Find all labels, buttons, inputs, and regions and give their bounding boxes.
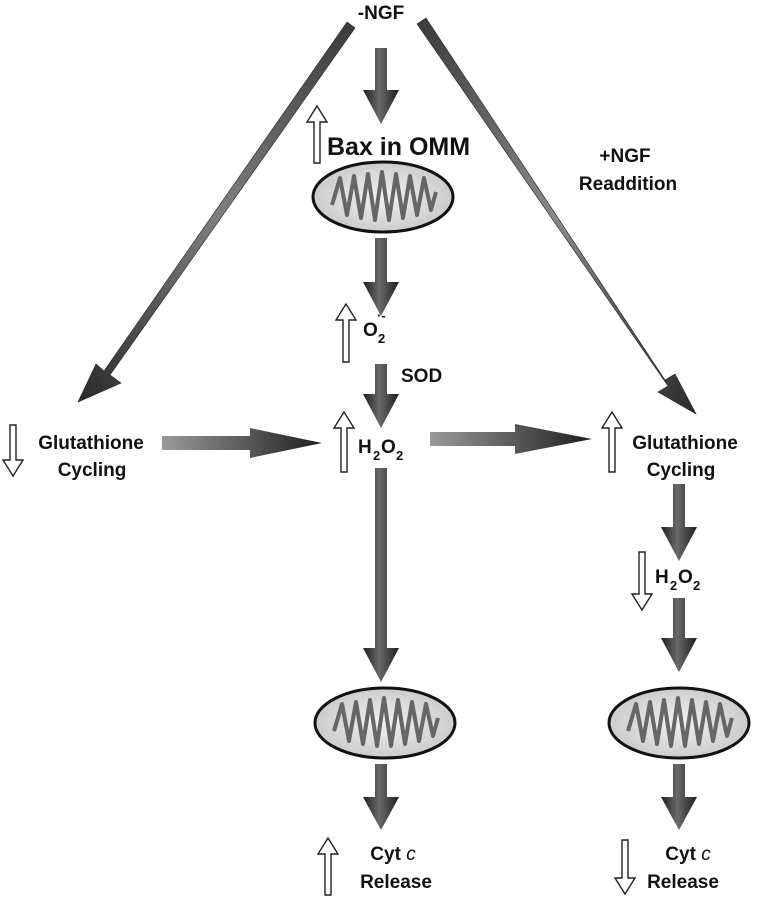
down-arrow-icon-h2o2-right — [630, 551, 654, 612]
label-cyt-c-left-line1: Cyt c — [370, 844, 416, 865]
arrow-o2-to-h2o2 — [363, 364, 399, 428]
mitochondrion-top — [311, 160, 455, 234]
mitochondrion-right-bottom — [607, 686, 751, 760]
label-glutathione-right-line1: Glutathione — [632, 433, 738, 454]
label-bax-in-omm: Bax in OMM — [327, 133, 470, 161]
svg-text:2: 2 — [373, 448, 380, 463]
svg-text:O: O — [381, 437, 396, 458]
label-ngf-readdition-line1: +NGF — [599, 146, 650, 167]
label-neg-ngf: -NGF — [358, 3, 404, 24]
label-h2o2-center: H 2 O 2 — [358, 437, 403, 463]
label-h2o2-right: H 2 O 2 — [655, 567, 700, 593]
svg-text:O: O — [363, 320, 378, 341]
label-glutathione-left-line2: Cycling — [58, 460, 127, 481]
down-arrow-icon-glut-left — [1, 424, 25, 478]
label-glutathione-left-line1: Glutathione — [38, 433, 144, 454]
label-glutathione-right-line2: Cycling — [647, 460, 716, 481]
arrow-mito-to-cyt-left — [363, 764, 399, 830]
label-sod: SOD — [401, 366, 442, 387]
label-ngf-readdition-line2: Readdition — [579, 174, 677, 195]
label-cyt-c-right-line1: Cyt c — [665, 844, 711, 865]
svg-text:H: H — [358, 437, 372, 458]
svg-text:2: 2 — [396, 448, 403, 463]
label-cyt-c-left-line2: Release — [360, 872, 432, 893]
svg-text:·-: ·- — [377, 308, 386, 323]
arrow-h2o2-right-to-mito — [661, 598, 697, 672]
svg-text:H: H — [655, 567, 669, 588]
up-arrow-icon-h2o2-center — [332, 410, 356, 473]
arrow-glut-to-h2o2-right — [661, 484, 697, 561]
svg-text:2: 2 — [670, 578, 677, 593]
diagonal-arrow-right — [416, 17, 697, 415]
svg-text:2: 2 — [693, 578, 700, 593]
up-arrow-icon-o2 — [334, 302, 358, 363]
arrow-mito-to-cyt-right — [661, 764, 697, 830]
arrow-h2o2-to-mito — [363, 468, 399, 682]
label-superoxide: O 2 ·- — [363, 308, 386, 346]
arrow-h2o2-to-glut-right — [430, 424, 592, 454]
up-arrow-icon-bax — [305, 104, 329, 164]
down-arrow-icon-cyt-right — [613, 839, 637, 896]
up-arrow-icon-cyt-left — [316, 836, 340, 896]
svg-text:2: 2 — [378, 331, 385, 346]
diagonal-arrow-left — [77, 21, 356, 403]
label-cyt-c-right-line2: Release — [647, 872, 719, 893]
arrow-glut-left-to-h2o2 — [162, 428, 322, 458]
mitochondrion-center-bottom — [313, 686, 457, 760]
arrow-mito-to-o2 — [363, 238, 399, 316]
up-arrow-icon-glut-right — [600, 410, 624, 473]
arrow-ngf-to-bax — [363, 48, 399, 124]
svg-text:O: O — [678, 567, 693, 588]
